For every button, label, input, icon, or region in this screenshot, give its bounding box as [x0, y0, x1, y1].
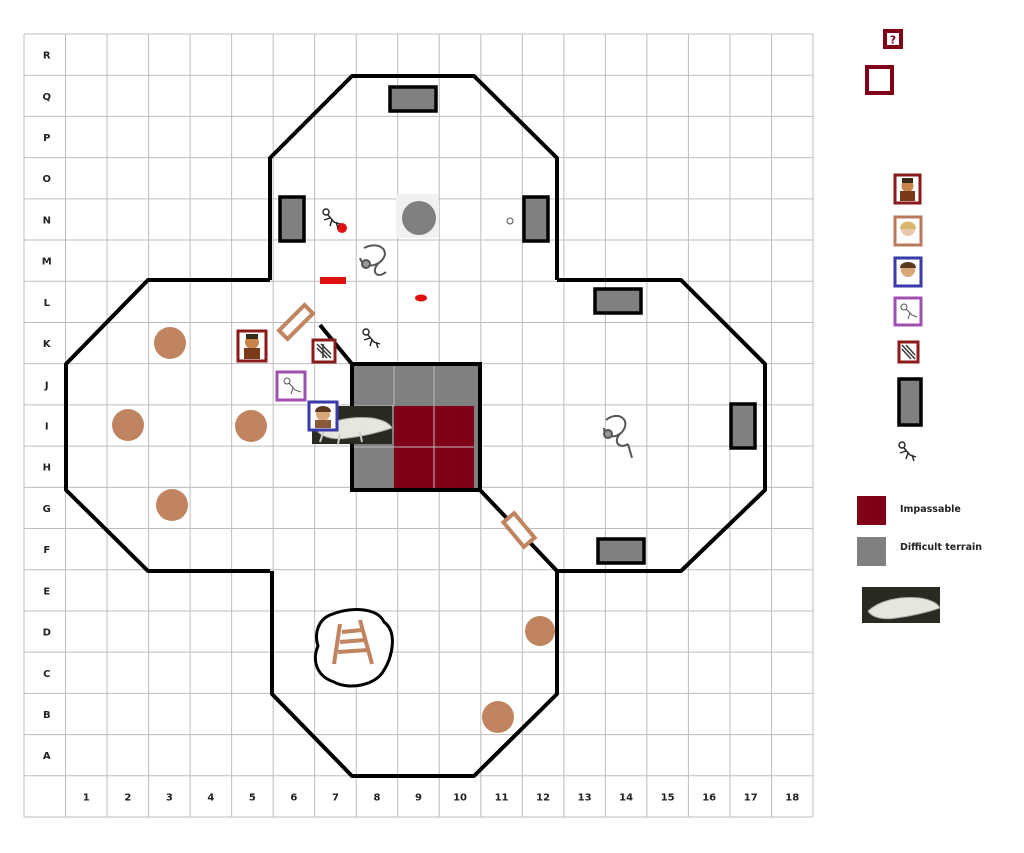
- worm-creatures[interactable]: [359, 244, 633, 459]
- col-label: 13: [578, 792, 592, 803]
- door-southeast: [500, 510, 538, 550]
- row-label: P: [43, 133, 50, 144]
- col-label: 3: [166, 792, 173, 803]
- legend-crocodile-token: [862, 587, 941, 623]
- legend-difficult-label: Difficult terrain: [900, 542, 982, 553]
- row-label: B: [43, 710, 51, 721]
- pillar: [235, 410, 267, 442]
- row-label: J: [44, 380, 49, 391]
- blood-splatter: [320, 277, 346, 284]
- legend-hollow-box: [865, 65, 894, 95]
- legend-impassable-swatch: [857, 496, 886, 525]
- row-label: C: [43, 669, 50, 680]
- boulder-icon: [402, 201, 436, 235]
- row-label: H: [43, 463, 51, 474]
- pillar: [482, 701, 514, 733]
- col-label: 2: [124, 792, 131, 803]
- north-room-details: [320, 194, 514, 302]
- legend-token-blue-woman: [893, 256, 923, 288]
- legend: ? Impassable Difficult terra: [857, 29, 982, 623]
- col-label: 10: [453, 792, 467, 803]
- row-labels: R Q P O N M L K J I H G F E D C B A: [42, 51, 52, 763]
- map-tokens[interactable]: [236, 329, 339, 432]
- row-label: Q: [43, 92, 52, 103]
- pillars: [112, 327, 555, 733]
- row-label: I: [45, 422, 49, 433]
- pit-with-ladder[interactable]: [313, 608, 394, 688]
- gray-wall-blocks: [278, 85, 757, 565]
- east-room-wall: [557, 278, 767, 573]
- legend-token-purple-skeleton: [893, 296, 923, 327]
- blood-splatter: [415, 294, 427, 302]
- row-label: R: [43, 51, 51, 62]
- row-label: D: [43, 628, 51, 639]
- wall-block-east-right: [729, 402, 757, 450]
- blood-splatter: [337, 223, 347, 233]
- south-room-wall: [270, 571, 559, 778]
- col-label: 6: [290, 792, 297, 803]
- col-label: 16: [702, 792, 716, 803]
- col-label: 8: [373, 792, 380, 803]
- token-red-bearded-man: [236, 329, 268, 363]
- pillar: [154, 327, 186, 359]
- doors[interactable]: [276, 302, 538, 550]
- wall-block-ne: [522, 195, 550, 243]
- col-label: 4: [207, 792, 214, 803]
- worm-creature-north: [359, 244, 387, 276]
- row-label: K: [43, 339, 52, 350]
- crawler-creatures[interactable]: [322, 208, 381, 349]
- wall-block-east-bottom: [596, 537, 646, 565]
- legend-gray-wall-block: [897, 377, 923, 427]
- legend-question-box: ?: [883, 29, 903, 49]
- row-label: O: [43, 174, 52, 185]
- north-room-wall: [268, 74, 559, 280]
- ladder-icon: [332, 619, 374, 665]
- crawler-creature: [322, 208, 341, 229]
- token-blue-woman: [307, 400, 339, 432]
- col-label: 9: [415, 792, 422, 803]
- legend-impassable-label: Impassable: [900, 504, 961, 515]
- legend-token-red-bearded-man: [893, 173, 922, 205]
- question-mark-icon: ?: [890, 34, 896, 47]
- col-label: 7: [332, 792, 339, 803]
- west-room-wall: [64, 278, 270, 573]
- col-label: 17: [744, 792, 758, 803]
- row-label: A: [43, 751, 51, 762]
- col-label: 15: [661, 792, 675, 803]
- pillar: [112, 409, 144, 441]
- row-label: F: [43, 545, 50, 556]
- row-label: N: [43, 215, 51, 226]
- row-label: G: [43, 504, 51, 515]
- row-label: M: [42, 257, 52, 268]
- row-label: L: [44, 298, 51, 309]
- col-label: 11: [495, 792, 509, 803]
- legend-crawler-creature: [898, 441, 917, 462]
- token-red-zebra-creature: [311, 338, 337, 364]
- wall-block-nw: [278, 195, 306, 243]
- wall-block-north: [388, 85, 438, 113]
- col-label: 14: [619, 792, 633, 803]
- legend-difficult-swatch: [857, 537, 886, 566]
- room-walls: [64, 74, 767, 778]
- pillar: [525, 616, 555, 646]
- wall-block-east-top: [593, 287, 643, 315]
- col-label: 1: [83, 792, 90, 803]
- row-label: E: [43, 586, 50, 597]
- token-purple-skeleton: [275, 370, 307, 402]
- col-label: 12: [536, 792, 550, 803]
- pillar: [156, 489, 188, 521]
- door-northwest: [276, 302, 316, 342]
- col-label: 18: [785, 792, 799, 803]
- crawler-creature: [362, 328, 381, 349]
- legend-token-red-zebra-creature: [897, 340, 920, 364]
- col-label: 5: [249, 792, 256, 803]
- small-marker: [506, 217, 514, 225]
- legend-token-tan-blonde-woman: [893, 215, 923, 247]
- worm-creature-east: [603, 414, 633, 459]
